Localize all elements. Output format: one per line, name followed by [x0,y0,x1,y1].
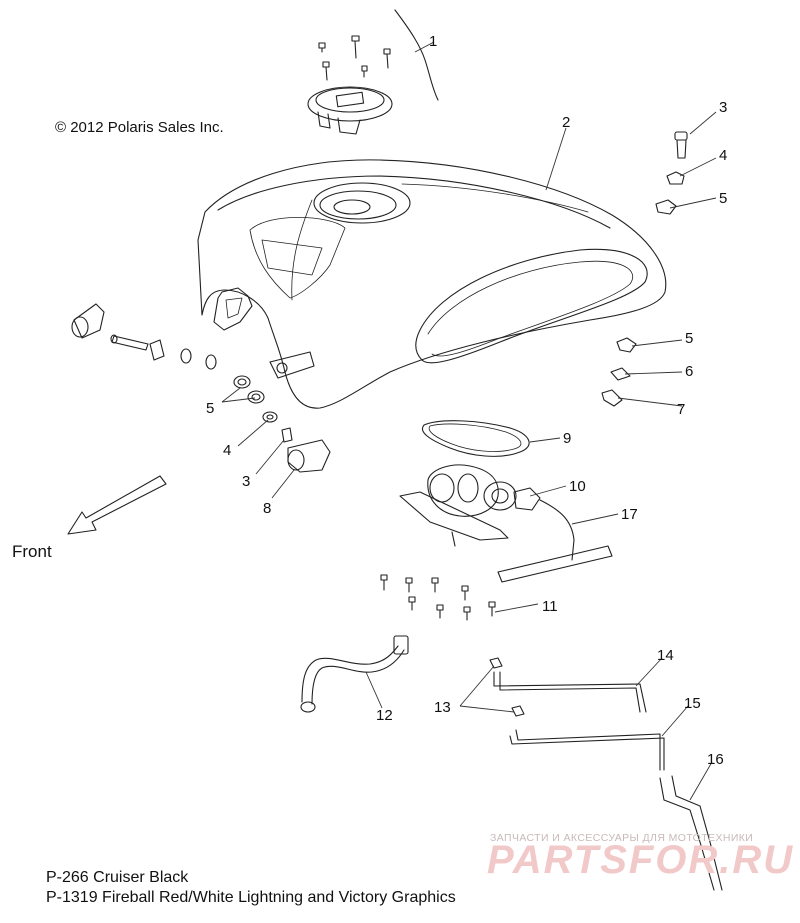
callout-7: 7 [677,401,685,418]
callout-8: 8 [263,500,271,517]
callout-12: 12 [376,707,393,724]
footer-line-1: P-266 Cruiser Black [46,869,189,886]
copyright-notice: © 2012 Polaris Sales Inc. [55,119,224,136]
footer-line-2: P-1319 Fireball Red/White Lightning and … [46,889,456,906]
leader-lines [221,41,717,801]
callout-11: 11 [542,598,558,615]
watermark-caption: ЗАПЧАСТИ И АКСЕССУАРЫ ДЛЯ МОТОТЕХНИКИ [490,832,754,844]
callout-5-top: 5 [719,190,727,207]
front-mount-hardware [71,303,331,473]
callout-10: 10 [569,478,586,495]
callout-3-left: 3 [242,473,250,490]
pump-screws [380,574,496,621]
callout-3-top: 3 [719,99,727,116]
fuel-cap-assembly [307,9,439,135]
callout-6: 6 [685,363,693,380]
fuel-pump-module [399,464,613,583]
callout-17: 17 [621,506,638,523]
callout-1: 1 [429,33,437,50]
vent-lines [489,657,723,891]
front-label: Front [12,542,52,561]
watermark-brand: PARTSFOR.RU [487,838,795,882]
callout-5-left: 5 [206,400,214,417]
callout-5-mid: 5 [685,330,693,347]
callout-14: 14 [657,647,674,664]
pump-gasket [422,420,530,457]
callout-4-top: 4 [719,147,727,164]
callout-13: 13 [434,699,451,716]
callout-labels: 1 2 3 4 5 5 6 7 9 10 17 11 12 13 14 15 1… [206,33,727,768]
fuel-tank [197,159,667,409]
fuel-hose [300,635,409,713]
callout-2: 2 [562,114,570,131]
callout-16: 16 [707,751,724,768]
callout-15: 15 [684,695,701,712]
mount-hardware-right [601,337,637,407]
front-direction-arrow [67,475,167,535]
rear-bolt-stack [655,131,688,215]
callout-4-left: 4 [223,442,231,459]
callout-9: 9 [563,430,571,447]
